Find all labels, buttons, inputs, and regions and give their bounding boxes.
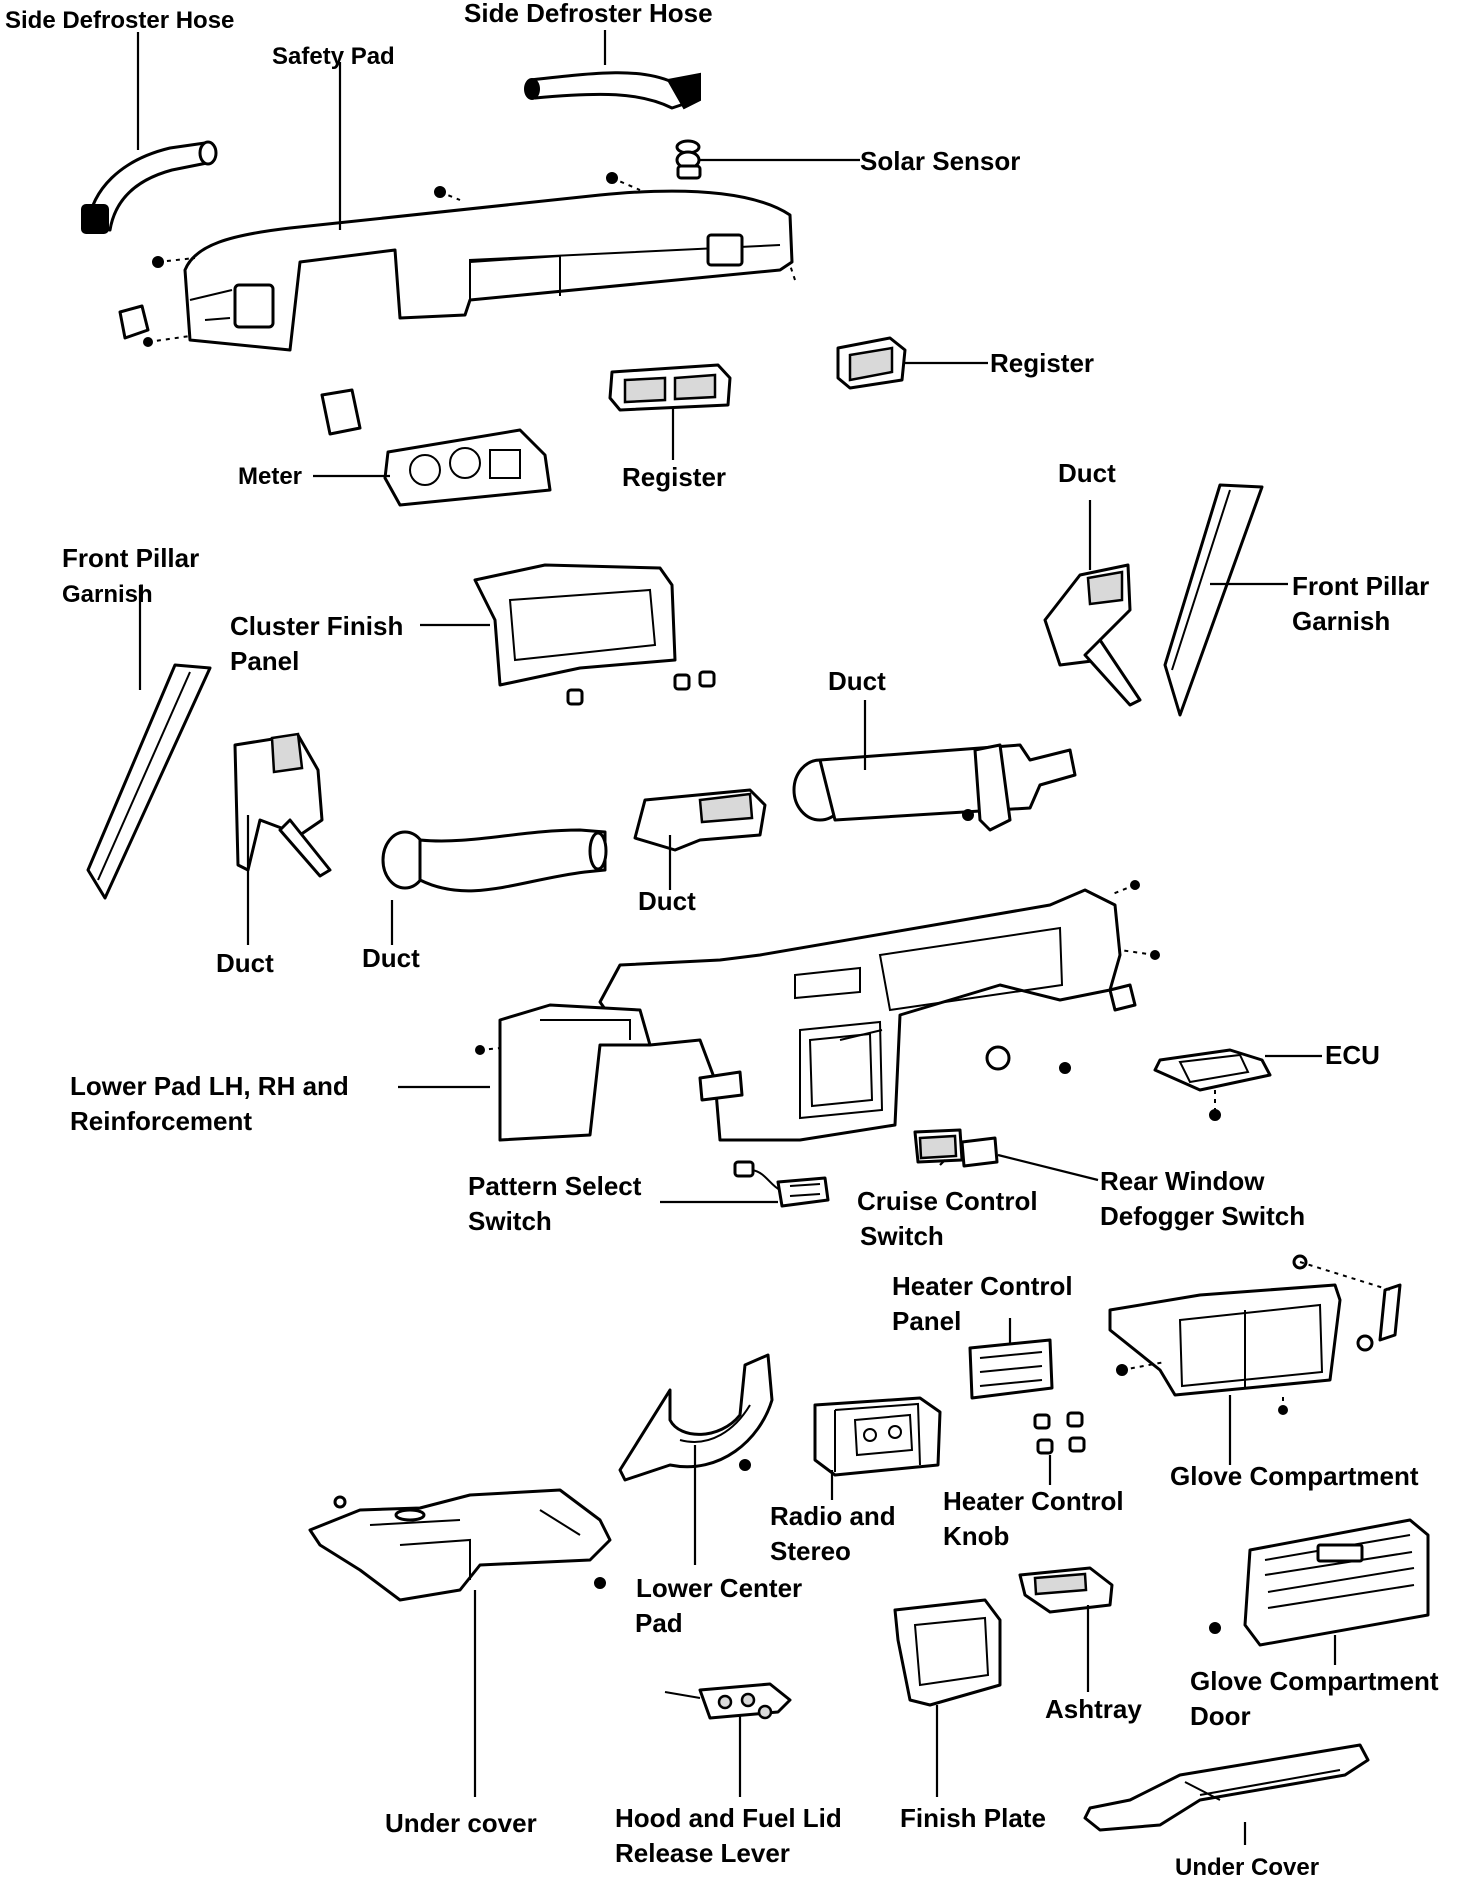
leader-lines — [136, 30, 1337, 1845]
under-cover-right-part — [1083, 1743, 1370, 1832]
ecu-part — [1153, 1048, 1272, 1121]
heater-control-knob-part — [1033, 1411, 1086, 1455]
front-pillar-garnish-left-part — [86, 663, 212, 900]
label-register-center: Register — [622, 462, 726, 492]
label-glove-compartment-door-line2: Door — [1190, 1701, 1251, 1731]
label-cruise-control-switch-line1: Cruise Control — [857, 1186, 1038, 1216]
label-duct-long: Duct — [828, 666, 886, 696]
label-front-pillar-garnish-right-line1: Front Pillar — [1292, 571, 1429, 601]
label-ashtray: Ashtray — [1045, 1694, 1142, 1724]
cruise-control-switch-part — [913, 1128, 964, 1164]
label-rear-window-defogger-switch-line1: Rear Window — [1100, 1166, 1265, 1196]
finish-plate-part — [893, 1598, 1002, 1707]
label-heater-control-knob-line1: Heater Control — [943, 1486, 1124, 1516]
instrument-panel-frame-part — [598, 880, 1160, 1142]
duct-center-left-part — [381, 828, 608, 893]
label-pattern-select-switch-line1: Pattern Select — [468, 1171, 642, 1201]
label-meter: Meter — [238, 463, 302, 490]
label-duct-upper-right: Duct — [1058, 458, 1116, 488]
duct-upper-right-part — [1043, 563, 1142, 707]
label-glove-compartment: Glove Compartment — [1170, 1461, 1419, 1491]
pattern-select-switch-part — [733, 1160, 830, 1208]
label-register-right: Register — [990, 348, 1094, 378]
label-lower-pad-line2: Reinforcement — [70, 1106, 252, 1136]
label-solar-sensor: Solar Sensor — [860, 146, 1020, 176]
label-glove-compartment-door-line1: Glove Compartment — [1190, 1666, 1439, 1696]
safety-pad-part — [118, 172, 796, 352]
duct-center-part — [633, 788, 767, 852]
label-front-pillar-garnish-right-line2: Garnish — [1292, 606, 1390, 636]
label-heater-control-panel-line1: Heater Control — [892, 1271, 1073, 1301]
glove-compartment-part — [1108, 1254, 1402, 1415]
hood-fuel-release-lever-part — [664, 1682, 792, 1720]
front-pillar-garnish-right-part — [1163, 483, 1264, 717]
label-heater-control-knob-line2: Knob — [943, 1521, 1009, 1551]
label-lower-center-pad-line1: Lower Center — [636, 1573, 802, 1603]
under-cover-left-part — [308, 1488, 612, 1602]
label-hood-fuel-lid-release-lever-line1: Hood and Fuel Lid — [615, 1803, 842, 1833]
side-defroster-hose-left-part — [81, 140, 218, 234]
label-cluster-finish-panel-line1: Cluster Finish — [230, 611, 403, 641]
label-cruise-control-switch-line2: Switch — [860, 1221, 944, 1251]
ashtray-part — [1018, 1566, 1114, 1614]
lower-pad-part — [475, 1003, 744, 1142]
heater-control-panel-part — [968, 1338, 1054, 1400]
label-duct-center-left: Duct — [362, 943, 420, 973]
radio-stereo-part — [813, 1396, 942, 1477]
label-rear-window-defogger-switch-line2: Defogger Switch — [1100, 1201, 1305, 1231]
label-duct-left: Duct — [216, 948, 274, 978]
label-front-pillar-garnish-left-line2: Garnish — [62, 581, 153, 608]
rear-window-defogger-switch-part — [960, 1136, 999, 1168]
label-lower-pad-line1: Lower Pad LH, RH and — [70, 1071, 349, 1101]
register-right-part — [836, 336, 907, 390]
label-cluster-finish-panel-line2: Panel — [230, 646, 299, 676]
label-finish-plate: Finish Plate — [900, 1803, 1046, 1833]
label-duct-center: Duct — [638, 886, 696, 916]
label-radio-stereo-line1: Radio and — [770, 1501, 896, 1531]
label-ecu: ECU — [1325, 1040, 1380, 1070]
solar-sensor-part — [675, 139, 702, 180]
label-radio-stereo-line2: Stereo — [770, 1536, 851, 1566]
label-under-cover-right: Under Cover — [1175, 1854, 1319, 1881]
label-pattern-select-switch-line2: Switch — [468, 1206, 552, 1236]
label-side-defroster-hose-right: Side Defroster Hose — [464, 0, 713, 28]
meter-part — [320, 388, 552, 507]
label-side-defroster-hose-left: Side Defroster Hose — [5, 7, 234, 34]
duct-long-part — [792, 743, 1077, 832]
label-under-cover-left: Under cover — [385, 1808, 537, 1838]
cluster-finish-panel-part — [473, 563, 716, 706]
label-front-pillar-garnish-left-line1: Front Pillar — [62, 543, 199, 573]
register-center-part — [608, 363, 732, 412]
label-safety-pad: Safety Pad — [272, 43, 395, 70]
callout-labels: Side Defroster Hose Safety Pad Side Defr… — [5, 0, 1439, 1881]
lower-center-pad-part — [618, 1353, 774, 1482]
label-hood-fuel-lid-release-lever-line2: Release Lever — [615, 1838, 790, 1868]
glove-compartment-door-part — [1209, 1518, 1430, 1647]
side-defroster-hose-right-part — [524, 71, 701, 110]
label-heater-control-panel-line2: Panel — [892, 1306, 961, 1336]
duct-left-part — [233, 732, 332, 878]
label-lower-center-pad-line2: Pad — [635, 1608, 683, 1638]
